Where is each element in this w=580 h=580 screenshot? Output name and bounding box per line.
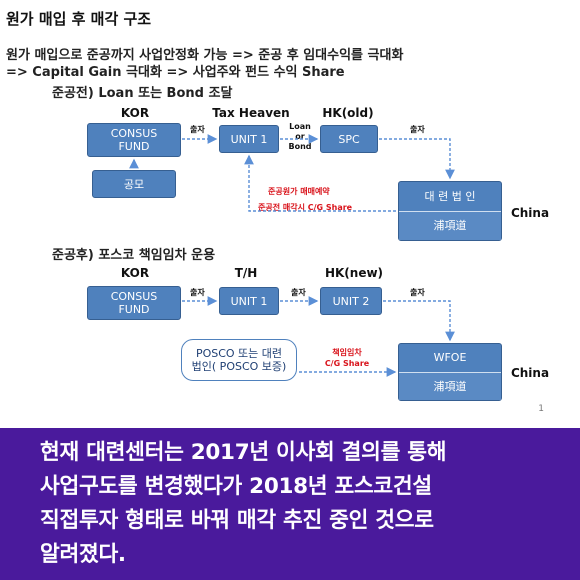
unit1-box-2: UNIT 1	[219, 287, 279, 315]
caption-line-4: 알려졌다.	[40, 542, 126, 567]
red-annotation-line-2: 준공전 매각시 C/G Share	[258, 203, 353, 212]
unit2-box: UNIT 2	[320, 287, 382, 315]
description-line-1: 원가 매입으로 준공까지 사업안정화 가능 => 준공 후 임대수익를 극대화	[6, 48, 404, 63]
flow-arrows	[129, 134, 455, 377]
caption-line-3: 직접투자 형태로 바꿔 매각 추진 중인 것으로	[40, 508, 434, 533]
country-label-kor-2: KOR	[120, 266, 150, 280]
wfoe-sublabel: 浦項道	[399, 371, 501, 400]
invest-label-3: 출자	[190, 288, 205, 297]
caption-line-2: 사업구도를 변경했다가 2018년 포스코건설	[40, 474, 432, 499]
red-cg-share-label: C/G Share	[324, 359, 370, 368]
wfoe-label: WFOE	[433, 351, 467, 365]
page-number: 1	[538, 404, 544, 414]
spc-box: SPC	[320, 125, 378, 153]
arrow-spc-to-dalian	[379, 138, 455, 180]
country-label-china-2: China	[510, 366, 550, 380]
invest-label-4: 출자	[291, 288, 306, 297]
country-label-tax-heaven: Tax Heaven	[212, 106, 290, 120]
country-label-hk-old: HK(old)	[322, 106, 374, 120]
country-label-kor: KOR	[120, 106, 150, 120]
diagram-slide: 원가 매입 후 매각 구조 원가 매입으로 준공까지 사업안정화 가능 => 준…	[6, 10, 550, 414]
country-label-hk-new: HK(new)	[324, 266, 384, 280]
unit1-box: UNIT 1	[219, 125, 279, 153]
caption-line-1: 현재 대련센터는 2017년 이사회 결의를 통해	[40, 440, 447, 465]
gongmo-box: 공모	[92, 170, 176, 198]
consus-fund-box-2: CONSUS FUND	[87, 286, 181, 320]
slide-title: 원가 매입 후 매각 구조	[6, 10, 152, 28]
dalian-entity-sublabel: 浦項道	[399, 210, 501, 240]
arrow-dalian-to-unit1	[244, 154, 396, 212]
red-annotation-line-1: 준공원가 매매예약	[268, 187, 330, 196]
dalian-entity-box: 대 련 법 인 浦項道	[398, 181, 502, 241]
arrow-unit2-to-wfoe	[383, 300, 455, 342]
red-lease-label: 책임임차	[332, 348, 362, 357]
section-1-heading: 준공전) Loan 또는 Bond 조달	[52, 86, 233, 101]
description-line-2: => Capital Gain 극대화 => 사업주와 펀드 수익 Share	[6, 65, 345, 80]
caption-banner: 현재 대련센터는 2017년 이사회 결의를 통해 사업구도를 변경했다가 20…	[0, 428, 580, 580]
posco-lessee-box: POSCO 또는 대련 법인( POSCO 보증)	[181, 339, 297, 381]
country-label-th: T/H	[234, 266, 258, 280]
invest-label-2: 출자	[410, 125, 425, 134]
invest-label-5: 출자	[410, 288, 425, 297]
country-label-china: China	[510, 206, 550, 220]
invest-label-1: 출자	[190, 125, 205, 134]
dalian-entity-label: 대 련 법 인	[424, 189, 476, 203]
section-2-heading: 준공후) 포스코 책임임차 운용	[52, 248, 216, 263]
loan-or-bond-label: Loan or Bond	[288, 122, 312, 151]
wfoe-box: WFOE 浦項道	[398, 343, 502, 401]
consus-fund-box: CONSUS FUND	[87, 123, 181, 157]
